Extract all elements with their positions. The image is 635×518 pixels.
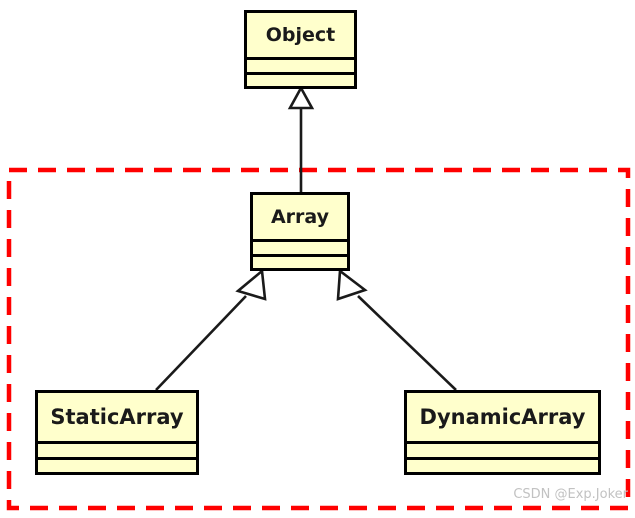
class-operations-compartment xyxy=(38,460,196,473)
highlight-group-rect xyxy=(6,167,631,511)
class-attributes-compartment xyxy=(253,242,347,257)
class-name-compartment: Object xyxy=(247,13,354,60)
inheritance-arrowhead-array-right xyxy=(336,268,368,301)
class-operations-compartment xyxy=(247,75,354,87)
connector-dynamicarray-to-array xyxy=(357,295,457,391)
class-attributes-compartment xyxy=(407,444,598,460)
inheritance-arrowhead-object xyxy=(287,85,315,110)
class-operations-compartment xyxy=(407,460,598,473)
inheritance-arrowhead-array-left xyxy=(235,268,267,301)
uml-class-object[interactable]: Object xyxy=(244,10,357,89)
class-name-compartment: DynamicArray xyxy=(407,393,598,444)
class-name-compartment: StaticArray xyxy=(38,393,196,444)
uml-class-dynamicarray[interactable]: DynamicArray xyxy=(404,390,601,475)
class-attributes-compartment xyxy=(247,60,354,75)
class-attributes-compartment xyxy=(38,444,196,460)
class-name-label: Object xyxy=(265,24,336,46)
class-name-compartment: Array xyxy=(253,195,347,242)
class-name-label: Array xyxy=(270,206,330,228)
connector-staticarray-to-array xyxy=(155,295,247,391)
class-operations-compartment xyxy=(253,257,347,269)
class-name-label: StaticArray xyxy=(50,405,184,429)
uml-class-array[interactable]: Array xyxy=(250,192,350,271)
class-name-label: DynamicArray xyxy=(419,405,586,429)
uml-class-staticarray[interactable]: StaticArray xyxy=(35,390,199,475)
watermark-text: CSDN @Exp.Joker xyxy=(513,487,628,502)
